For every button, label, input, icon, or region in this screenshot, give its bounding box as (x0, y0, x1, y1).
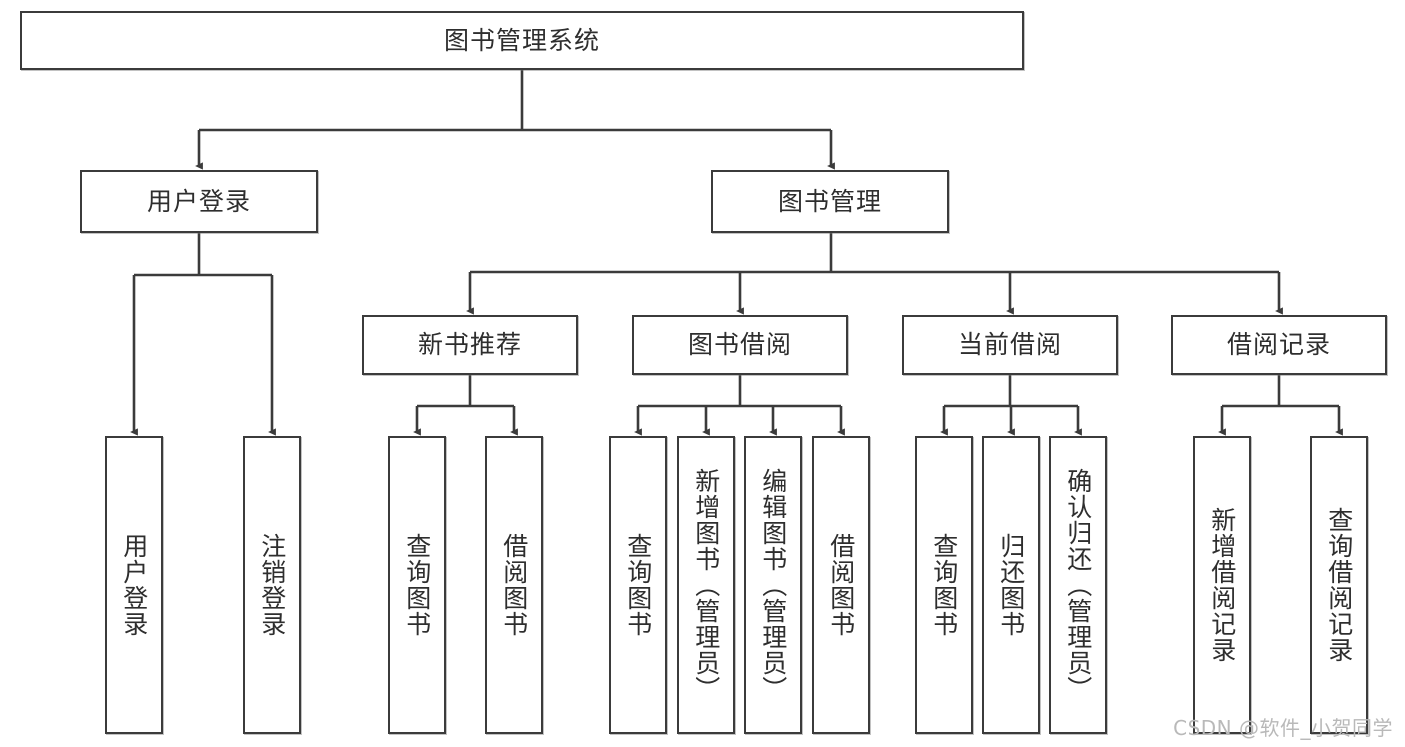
node-book-manage[interactable]: 图书管理 (711, 170, 949, 233)
node-leaf-confirm-return-label: 确认归还（管理员） (1063, 468, 1093, 702)
node-leaf-borrow-book-2-label: 借阅图书 (826, 533, 856, 637)
node-leaf-edit-book-label: 编辑图书（管理员） (758, 468, 788, 702)
node-leaf-confirm-return[interactable]: 确认归还（管理员） (1049, 436, 1107, 734)
node-leaf-add-record[interactable]: 新增借阅记录 (1193, 436, 1251, 734)
node-leaf-query-book-3[interactable]: 查询图书 (915, 436, 973, 734)
node-leaf-return-book[interactable]: 归还图书 (982, 436, 1040, 734)
node-leaf-query-book-2-label: 查询图书 (623, 533, 653, 637)
node-user-login-label: 用户登录 (146, 186, 251, 216)
node-current-borrow[interactable]: 当前借阅 (902, 315, 1118, 375)
node-leaf-edit-book[interactable]: 编辑图书（管理员） (744, 436, 802, 734)
node-leaf-user-login-label: 用户登录 (119, 533, 149, 637)
node-current-borrow-label: 当前借阅 (957, 330, 1062, 360)
node-root[interactable]: 图书管理系统 (20, 11, 1024, 70)
node-leaf-borrow-book-2[interactable]: 借阅图书 (812, 436, 870, 734)
node-leaf-logout-login-label: 注销登录 (257, 533, 287, 637)
node-leaf-add-record-label: 新增借阅记录 (1207, 507, 1237, 663)
node-leaf-query-book-1-label: 查询图书 (402, 533, 432, 637)
node-new-book-recommend-label: 新书推荐 (417, 330, 522, 360)
node-book-borrow-label: 图书借阅 (687, 330, 792, 360)
node-leaf-add-book-label: 新增图书（管理员） (691, 468, 721, 702)
node-leaf-borrow-book-1[interactable]: 借阅图书 (485, 436, 543, 734)
node-book-borrow[interactable]: 图书借阅 (632, 315, 848, 375)
node-leaf-borrow-book-1-label: 借阅图书 (499, 533, 529, 637)
node-leaf-query-record[interactable]: 查询借阅记录 (1310, 436, 1368, 734)
node-book-manage-label: 图书管理 (777, 186, 882, 216)
node-borrow-record[interactable]: 借阅记录 (1171, 315, 1387, 375)
node-leaf-query-record-label: 查询借阅记录 (1324, 507, 1354, 663)
node-root-label: 图书管理系统 (443, 25, 600, 55)
csdn-watermark: CSDN @软件_小贺同学 (1173, 716, 1393, 740)
node-leaf-query-book-1[interactable]: 查询图书 (388, 436, 446, 734)
node-leaf-query-book-2[interactable]: 查询图书 (609, 436, 667, 734)
node-new-book-recommend[interactable]: 新书推荐 (362, 315, 578, 375)
node-leaf-add-book[interactable]: 新增图书（管理员） (677, 436, 735, 734)
node-leaf-logout-login[interactable]: 注销登录 (243, 436, 301, 734)
node-leaf-return-book-label: 归还图书 (996, 533, 1026, 637)
node-leaf-query-book-3-label: 查询图书 (929, 533, 959, 637)
node-leaf-user-login[interactable]: 用户登录 (105, 436, 163, 734)
node-borrow-record-label: 借阅记录 (1226, 330, 1331, 360)
node-user-login[interactable]: 用户登录 (80, 170, 318, 233)
